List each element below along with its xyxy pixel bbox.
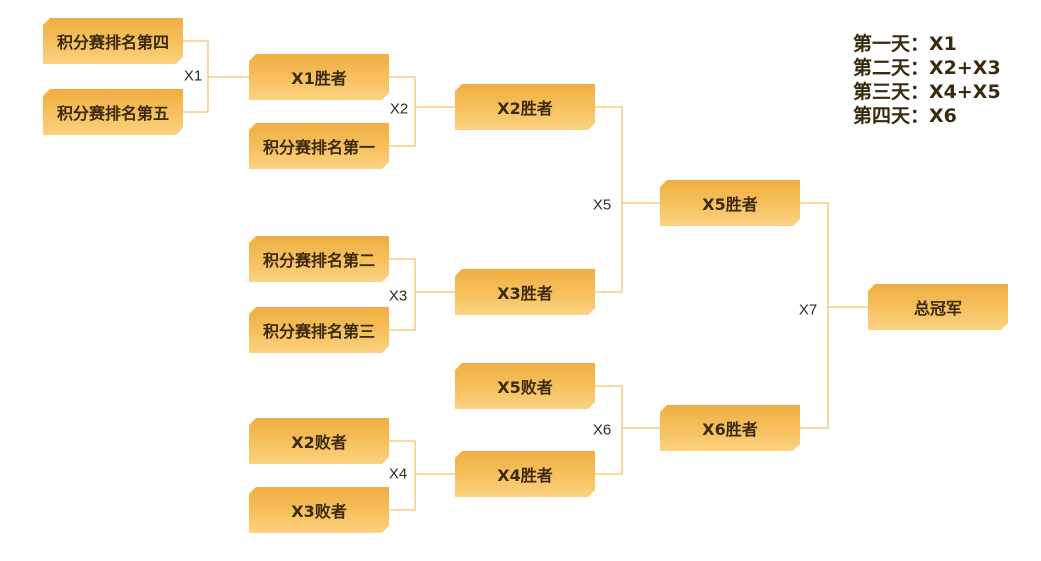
x4-winner-box[interactable]: X4胜者 bbox=[455, 451, 595, 497]
match-label-x3: X3 bbox=[388, 287, 408, 305]
champion-box[interactable]: 总冠军 bbox=[868, 284, 1008, 330]
match-label-x2: X2 bbox=[389, 100, 409, 118]
x3-loser-box[interactable]: X3败者 bbox=[249, 487, 389, 533]
team-rank4[interactable]: 积分赛排名第四 bbox=[43, 18, 183, 64]
schedule-matches: X6 bbox=[929, 105, 957, 127]
schedule-day: 第二天： bbox=[853, 57, 930, 79]
match-label-x1: X1 bbox=[183, 67, 203, 85]
x1-winner-box[interactable]: X1胜者 bbox=[249, 54, 389, 100]
schedule-matches: X1 bbox=[929, 33, 957, 55]
x3-winner-box[interactable]: X3胜者 bbox=[455, 269, 595, 315]
schedule-legend: 第一天：X1 第二天：X2+X3 第三天：X4+X5 第四天：X6 bbox=[853, 32, 1001, 128]
team-rank2[interactable]: 积分赛排名第二 bbox=[249, 236, 389, 282]
schedule-row: 第三天：X4+X5 bbox=[853, 80, 1001, 104]
x5-loser-box[interactable]: X5败者 bbox=[455, 363, 595, 409]
team-rank5[interactable]: 积分赛排名第五 bbox=[43, 89, 183, 135]
schedule-day: 第四天： bbox=[853, 105, 930, 127]
match-label-x4: X4 bbox=[388, 465, 408, 483]
match-label-x7: X7 bbox=[798, 301, 818, 319]
x6-winner-box[interactable]: X6胜者 bbox=[660, 405, 800, 451]
connector-x6 bbox=[595, 385, 660, 475]
team-rank1[interactable]: 积分赛排名第一 bbox=[249, 123, 389, 169]
schedule-day: 第三天： bbox=[853, 81, 930, 103]
match-label-x6: X6 bbox=[592, 421, 612, 439]
connector-x3 bbox=[389, 258, 455, 331]
schedule-row: 第二天：X2+X3 bbox=[853, 56, 1001, 80]
schedule-matches: X2+X3 bbox=[929, 57, 1001, 79]
connector-x7 bbox=[800, 202, 868, 429]
schedule-matches: X4+X5 bbox=[929, 81, 1001, 103]
x5-winner-box[interactable]: X5胜者 bbox=[660, 180, 800, 226]
x2-loser-box[interactable]: X2败者 bbox=[249, 418, 389, 464]
x2-winner-box[interactable]: X2胜者 bbox=[455, 84, 595, 130]
schedule-day: 第一天： bbox=[853, 33, 930, 55]
team-rank3[interactable]: 积分赛排名第三 bbox=[249, 307, 389, 353]
match-label-x5: X5 bbox=[592, 196, 612, 214]
connector-x1 bbox=[183, 40, 249, 113]
connector-x4 bbox=[389, 440, 455, 511]
schedule-row: 第四天：X6 bbox=[853, 104, 1001, 128]
connector-x2 bbox=[389, 76, 455, 147]
connector-x5 bbox=[595, 106, 660, 293]
schedule-row: 第一天：X1 bbox=[853, 32, 1001, 56]
